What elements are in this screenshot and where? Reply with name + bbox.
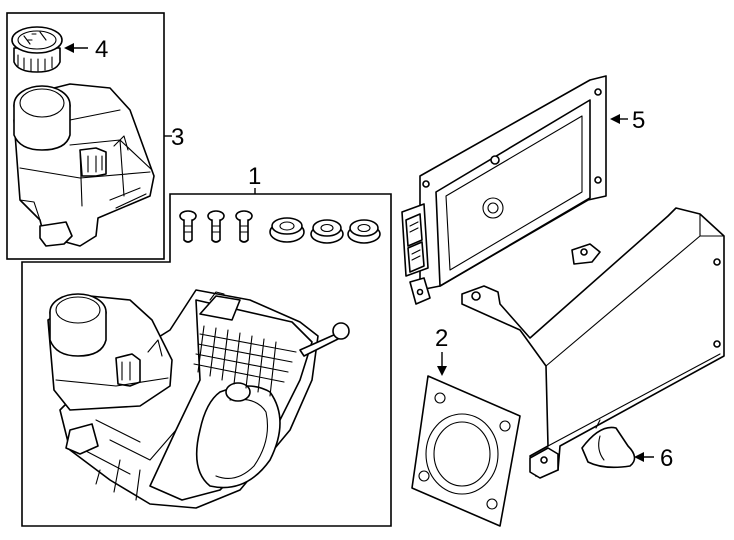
grommet [269, 217, 305, 243]
control-module[interactable] [401, 75, 607, 305]
master-cylinder-group-frame [21, 193, 392, 527]
grommet [310, 219, 344, 244]
bolt [235, 210, 253, 243]
callout-4: 4 [95, 36, 108, 63]
bolt [179, 210, 197, 243]
bolt-set[interactable] [179, 210, 253, 243]
callout-6: 6 [660, 445, 673, 472]
grommet-set[interactable] [269, 217, 381, 244]
callout-3: 3 [171, 124, 184, 151]
brake-fluid-reservoir[interactable] [13, 83, 155, 247]
brake-master-cylinder-assembly[interactable] [47, 289, 350, 509]
gasket[interactable] [411, 375, 521, 527]
callout-1: 1 [248, 163, 261, 190]
mounting-bracket[interactable] [461, 207, 725, 479]
bolt [207, 210, 225, 243]
callout-5: 5 [632, 107, 645, 134]
reservoir-cap[interactable] [11, 26, 63, 73]
grommet [347, 219, 381, 244]
callout-2: 2 [435, 325, 448, 352]
